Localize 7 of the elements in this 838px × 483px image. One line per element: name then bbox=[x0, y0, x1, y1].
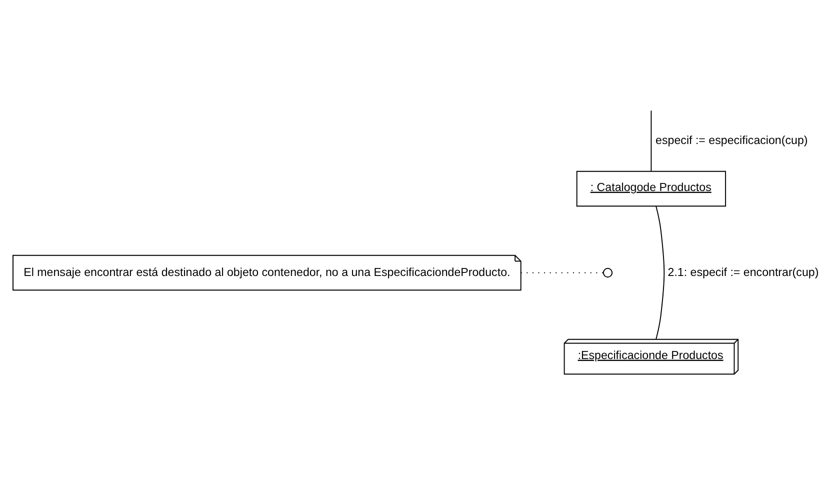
edge-label: 2.1: especif := encontrar(cup) bbox=[668, 266, 819, 278]
connector bbox=[656, 205, 665, 340]
node-box: : Catalogode Productos bbox=[576, 170, 726, 206]
edge-label: especif := especificacion(cup) bbox=[656, 134, 808, 146]
node-circle bbox=[602, 267, 613, 278]
connector bbox=[520, 272, 604, 273]
connector bbox=[650, 110, 652, 172]
